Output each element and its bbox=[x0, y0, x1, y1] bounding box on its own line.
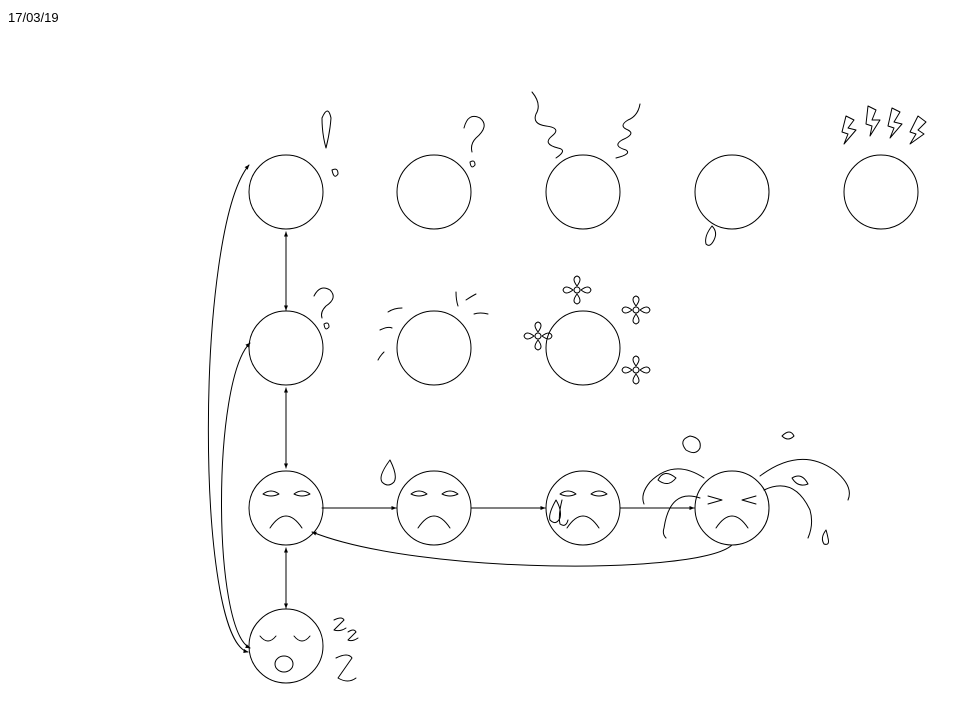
arrow-sleep-happy-loop bbox=[221, 342, 251, 649]
wailing-tears-icon bbox=[642, 431, 850, 545]
connectors bbox=[207, 164, 733, 653]
sleeping-face bbox=[248, 608, 324, 684]
zzz-icon bbox=[333, 617, 359, 682]
angry-face-2 bbox=[396, 154, 472, 230]
angry-face-1 bbox=[248, 154, 324, 230]
question-icon bbox=[463, 115, 485, 168]
happy-face-1 bbox=[248, 310, 324, 386]
sad-face-4 bbox=[694, 470, 770, 546]
steam-icon bbox=[531, 91, 641, 159]
happy-face-2 bbox=[396, 310, 472, 386]
arrow-sad4-return bbox=[311, 531, 733, 567]
tears-icon bbox=[549, 499, 569, 526]
flowers-icon bbox=[523, 275, 651, 385]
lightning-icon bbox=[841, 105, 927, 145]
angry-face-5 bbox=[843, 154, 919, 230]
exclamation-icon bbox=[321, 110, 339, 177]
teardrop-icon bbox=[380, 459, 396, 486]
sad-face-3 bbox=[545, 470, 621, 546]
excited-lines-icon bbox=[377, 291, 489, 361]
arrow-sleep-angry-loop bbox=[207, 164, 250, 653]
angry-face-3 bbox=[545, 154, 621, 230]
happy-face-3 bbox=[545, 310, 621, 386]
sad-face-1 bbox=[248, 470, 324, 546]
question-icon-2 bbox=[313, 287, 334, 330]
sad-face-2 bbox=[396, 470, 472, 546]
drool-icon bbox=[705, 225, 717, 246]
angry-face-4 bbox=[694, 154, 770, 230]
date-label: 17/03/19 bbox=[8, 10, 59, 25]
